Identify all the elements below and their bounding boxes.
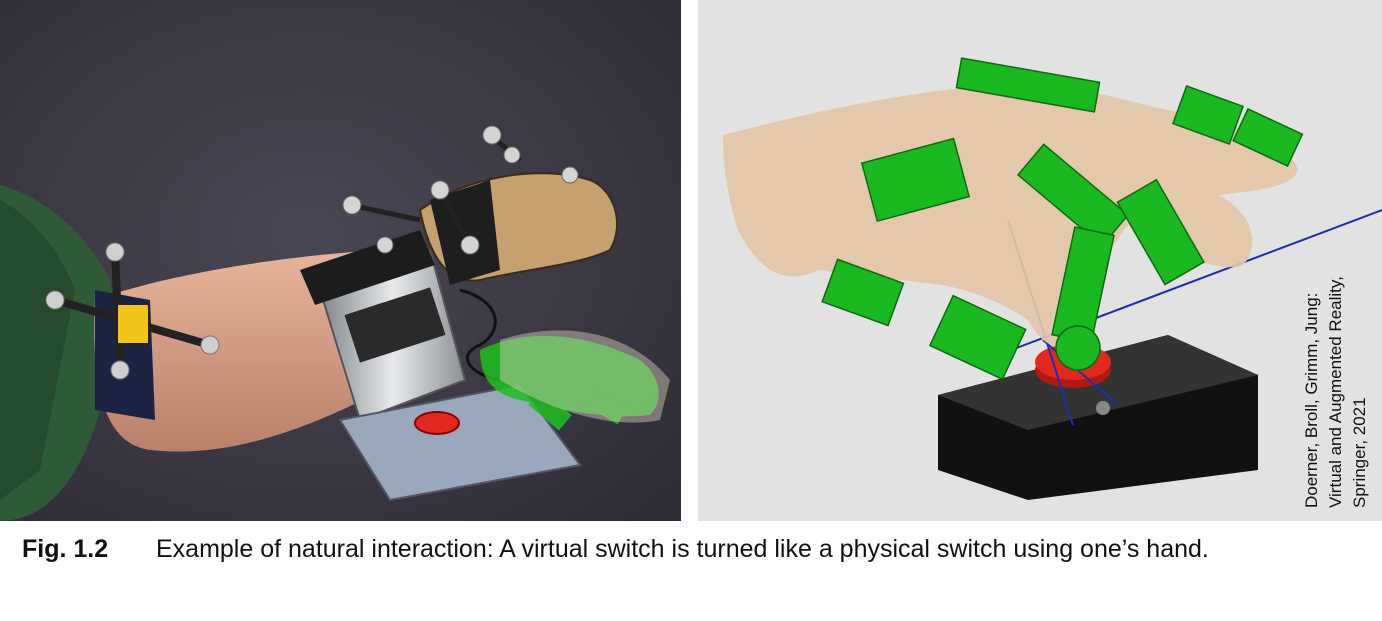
left-photo-panel — [0, 0, 681, 521]
caption-text: Example of natural interaction: A virtua… — [156, 535, 1209, 563]
tracked-glove-photo — [0, 0, 681, 521]
credit-line-3: Springer, 2021 — [1350, 397, 1369, 508]
image-credit: Doerner, Broll, Grimm, Jung: Virtual and… — [1300, 276, 1372, 508]
credit-line-2: Virtual and Augmented Reality, — [1326, 276, 1345, 508]
figure-label: Fig. 1.2 — [22, 535, 109, 563]
credit-line-1: Doerner, Broll, Grimm, Jung: — [1302, 292, 1321, 508]
virtual-hand-render — [698, 0, 1382, 521]
right-render-panel — [698, 0, 1382, 521]
